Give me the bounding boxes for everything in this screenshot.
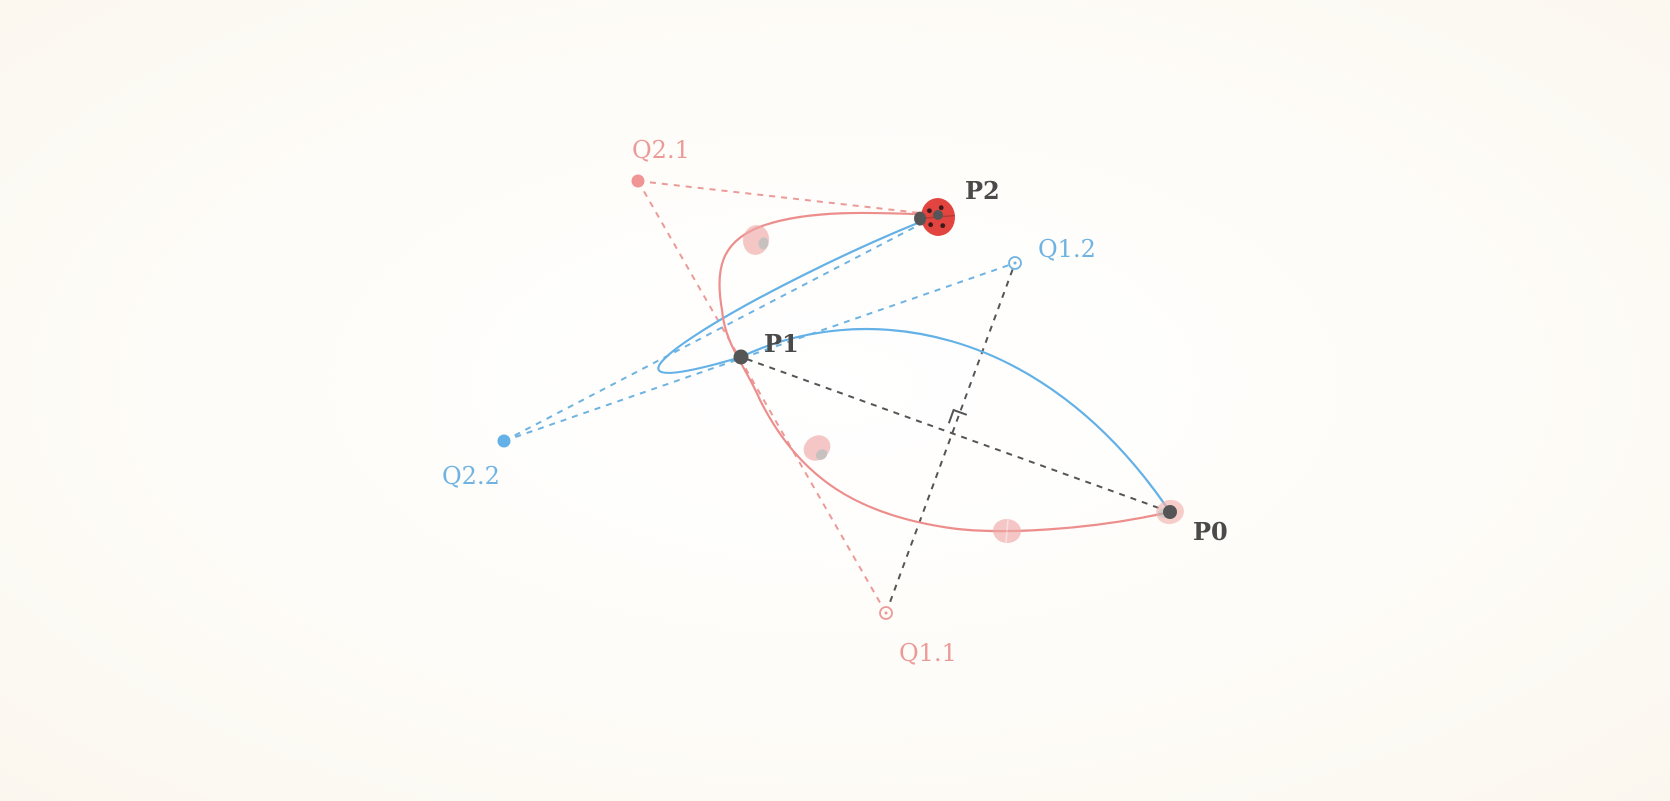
blue-line-q2-2-p2 bbox=[503, 214, 939, 442]
curves bbox=[657, 211, 1171, 533]
point-p1[interactable] bbox=[733, 349, 749, 365]
label-p2: P2 bbox=[965, 176, 1000, 205]
red-line-q2-1-p2 bbox=[637, 180, 939, 216]
point-q2-1[interactable] bbox=[631, 174, 645, 188]
label-p0: P0 bbox=[1193, 517, 1228, 546]
point-q1-1-dot bbox=[884, 611, 888, 615]
label-p1: P1 bbox=[764, 329, 799, 358]
dark-line-q1-1-q1-2 bbox=[885, 262, 1016, 614]
ghost-ladybugs bbox=[742, 225, 1184, 544]
label-q1-2: Q1.2 bbox=[1038, 235, 1096, 263]
ladybug-ghost-icon bbox=[803, 435, 831, 461]
point-q1-2-dot bbox=[1013, 261, 1017, 265]
red-curve bbox=[718, 211, 1171, 533]
construction-lines bbox=[503, 180, 1171, 614]
dark-line-p0-p1 bbox=[740, 356, 1171, 513]
ladybug-ghost-icon bbox=[742, 225, 770, 255]
labels: P0 P1 P2 Q2.1 Q2.2 Q1.1 Q1.2 bbox=[442, 136, 1228, 667]
label-q1-1: Q1.1 bbox=[899, 639, 957, 667]
point-p2[interactable] bbox=[933, 210, 943, 220]
blue-curve bbox=[657, 213, 1171, 513]
points bbox=[497, 174, 1177, 620]
point-p0[interactable] bbox=[1163, 505, 1177, 519]
label-q2-2: Q2.2 bbox=[442, 462, 500, 490]
blue-line-q2-2-q1-2 bbox=[503, 262, 1016, 442]
point-q2-2[interactable] bbox=[497, 434, 511, 448]
ladybug-ghost-icon bbox=[993, 518, 1021, 544]
right-angle-marker bbox=[947, 408, 968, 424]
label-q2-1: Q2.1 bbox=[632, 136, 690, 164]
